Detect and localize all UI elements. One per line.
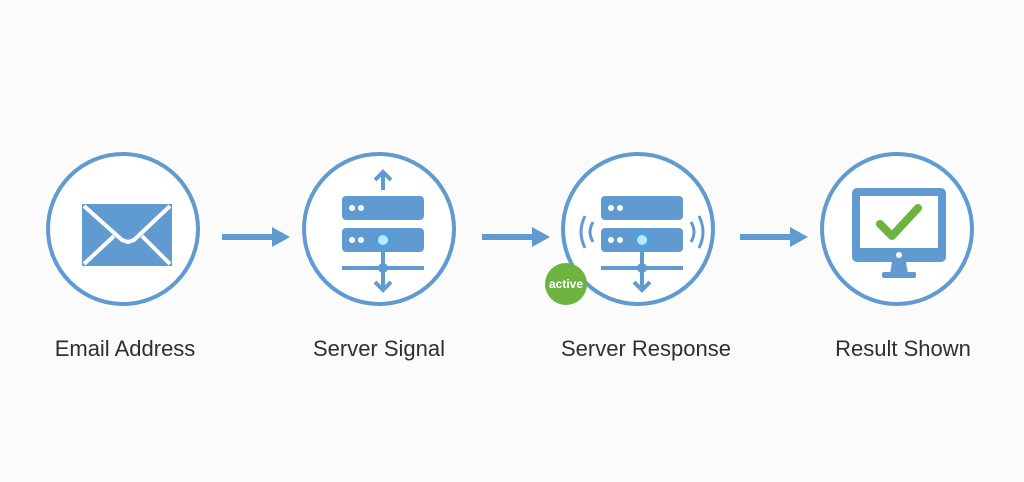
step-result-circle xyxy=(820,152,974,306)
step-server-signal-circle xyxy=(302,152,456,306)
step-label-email: Email Address xyxy=(54,336,196,361)
step-label-server-response: Server Response xyxy=(561,336,731,361)
monitor-check-icon xyxy=(852,188,946,278)
step-label-server-signal: Server Signal xyxy=(312,336,446,361)
envelope-icon xyxy=(82,204,172,266)
step-label-result: Result Shown xyxy=(835,336,971,361)
arrow-right-icon xyxy=(740,227,808,247)
checkmark-icon xyxy=(876,204,922,240)
arrow-right-icon xyxy=(482,227,550,247)
active-status-badge: active xyxy=(545,263,587,305)
server-broadcast-icon xyxy=(579,196,705,293)
step-email-circle xyxy=(46,152,200,306)
arrow-right-icon xyxy=(222,227,290,247)
server-updown-icon xyxy=(342,169,424,293)
